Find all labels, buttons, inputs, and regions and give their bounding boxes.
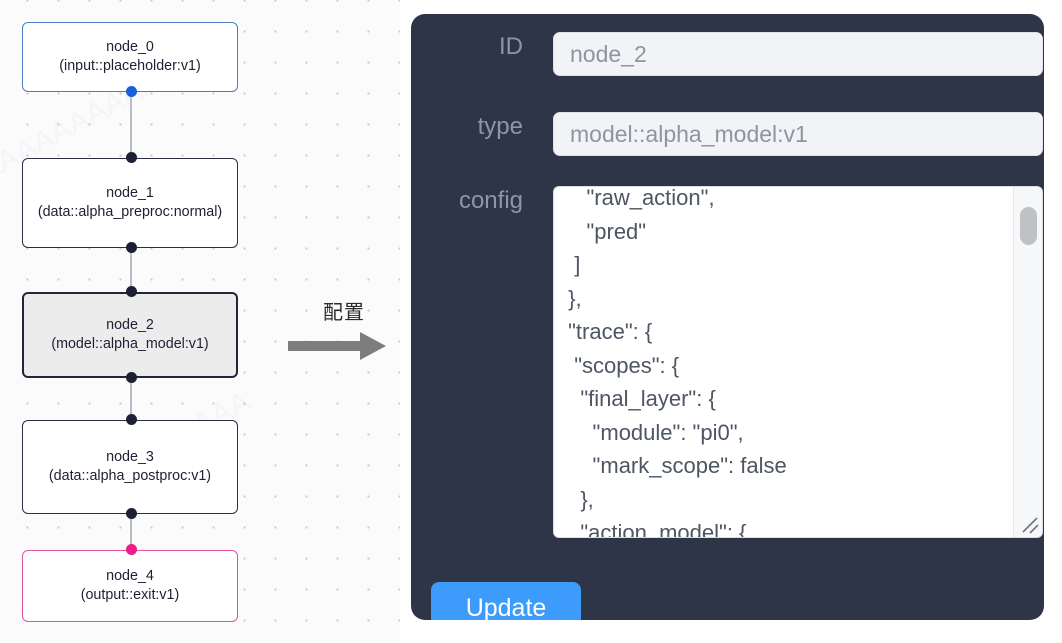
config-textarea-content[interactable]: "raw_action", "pred" ] }, "trace": { "sc… [568, 186, 787, 538]
port-node_2-in[interactable] [125, 286, 137, 297]
type-field-label: type [477, 113, 523, 140]
id-field-label: ID [499, 33, 523, 60]
node-type-label: (data::alpha_postproc:v1) [48, 468, 212, 484]
node-inspector-panel: ID node_2 type model::alpha_model:v1 con… [411, 14, 1044, 620]
node-type-label: (output::exit:v1) [80, 587, 180, 603]
field-row-id: ID node_2 [423, 32, 1043, 76]
node-type-label: (input::placeholder:v1) [59, 58, 201, 74]
node-id-label: node_2 [106, 317, 154, 333]
edge-node2-node3 [130, 376, 132, 420]
field-row-type: type model::alpha_model:v1 [423, 112, 1043, 156]
arrow-right-icon [288, 332, 386, 360]
edge-node0-node1 [130, 92, 132, 158]
update-button[interactable]: Update [431, 582, 581, 620]
graph-node-node_4[interactable]: node_4 (output::exit:v1) [22, 550, 238, 622]
port-node_3-out[interactable] [125, 508, 137, 519]
node-type-label: (model::alpha_model:v1) [51, 336, 209, 352]
node-id-label: node_0 [106, 39, 154, 55]
id-input[interactable]: node_2 [553, 32, 1043, 76]
config-textarea[interactable]: "raw_action", "pred" ] }, "trace": { "sc… [553, 186, 1043, 538]
node-graph-canvas[interactable]: AAAAAAAAAA AAAAAAAAAA node_0 (input::pla… [0, 0, 400, 643]
graph-node-node_2[interactable]: node_2 (model::alpha_model:v1) [22, 292, 238, 378]
node-id-label: node_3 [106, 449, 154, 465]
field-row-config: config "raw_action", "pred" ] }, "trace"… [423, 186, 1043, 538]
flow-annotation: 配置 [288, 296, 400, 366]
config-scrollbar[interactable] [1013, 187, 1042, 537]
edge-node1-node2 [130, 246, 132, 292]
resize-handle-icon[interactable] [1015, 510, 1041, 536]
type-input[interactable]: model::alpha_model:v1 [553, 112, 1043, 156]
port-node_2-out[interactable] [125, 372, 137, 383]
flow-annotation-label: 配置 [323, 300, 365, 324]
port-node_3-in[interactable] [125, 414, 137, 425]
node-type-label: (data::alpha_preproc:normal) [37, 204, 223, 220]
edge-node3-node4 [130, 512, 132, 550]
graph-node-node_1[interactable]: node_1 (data::alpha_preproc:normal) [22, 158, 238, 248]
node-id-label: node_1 [106, 185, 154, 201]
config-field-label: config [458, 187, 523, 214]
port-node_1-out[interactable] [125, 242, 137, 253]
config-scrollbar-thumb[interactable] [1020, 207, 1037, 245]
graph-node-node_0[interactable]: node_0 (input::placeholder:v1) [22, 22, 238, 92]
port-node_0-out[interactable] [125, 86, 137, 97]
graph-node-node_3[interactable]: node_3 (data::alpha_postproc:v1) [22, 420, 238, 514]
port-node_4-in[interactable] [125, 544, 137, 555]
port-node_1-in[interactable] [125, 152, 137, 163]
node-id-label: node_4 [106, 568, 154, 584]
